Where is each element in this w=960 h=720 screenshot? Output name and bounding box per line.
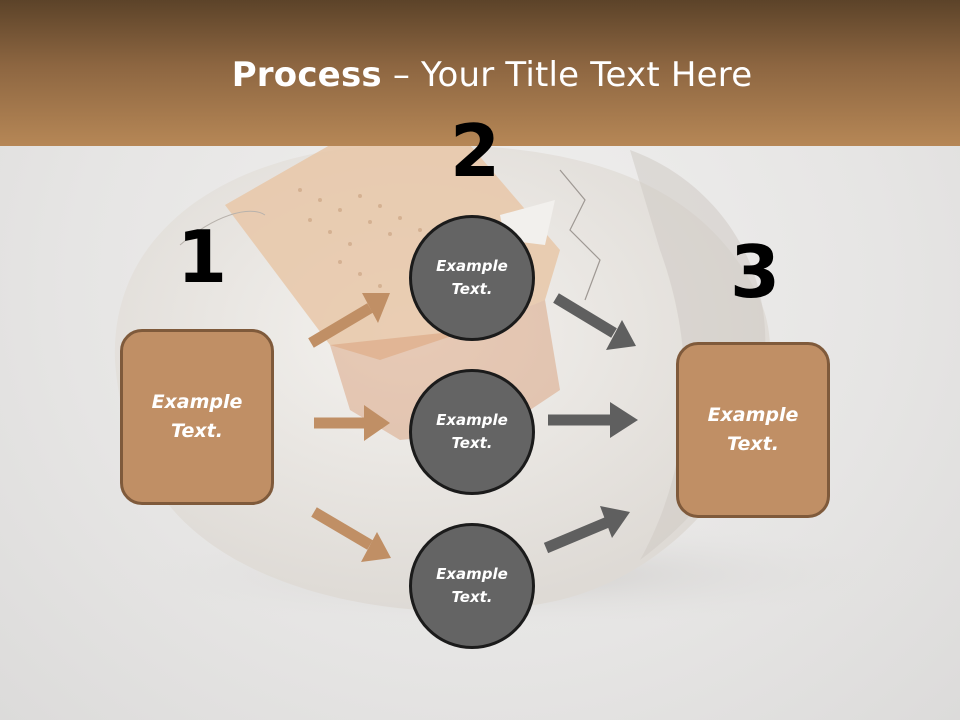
title-bar xyxy=(0,0,960,146)
left-text-box: Example Text. xyxy=(120,329,274,505)
circle-top-text: Example Text. xyxy=(436,257,508,298)
left-box-text: Example Text. xyxy=(151,391,243,442)
right-box-text: Example Text. xyxy=(707,404,799,455)
title-bold-text: Process xyxy=(231,55,382,95)
circle-bottom-text: Example Text. xyxy=(436,565,508,606)
circle-top: Example Text. xyxy=(409,215,535,341)
step-number-3: 3 xyxy=(730,230,781,314)
arrow-left-to-bottom xyxy=(311,507,391,562)
arrow-left-to-top xyxy=(308,293,390,348)
circle-middle-text: Example Text. xyxy=(436,411,508,452)
step-number-2: 2 xyxy=(450,109,501,193)
arrow-middle-to-right xyxy=(548,402,638,438)
circle-bottom: Example Text. xyxy=(409,523,535,649)
slide-title: Process – Your Title Text Here xyxy=(0,55,960,95)
arrow-left-to-middle xyxy=(314,405,390,441)
arrow-bottom-to-right xyxy=(543,506,630,554)
title-rest-text: – Your Title Text Here xyxy=(381,55,753,95)
circle-middle: Example Text. xyxy=(409,369,535,495)
right-text-box: Example Text. xyxy=(676,342,830,518)
arrow-top-to-right xyxy=(553,293,636,350)
step-number-1: 1 xyxy=(177,215,228,299)
